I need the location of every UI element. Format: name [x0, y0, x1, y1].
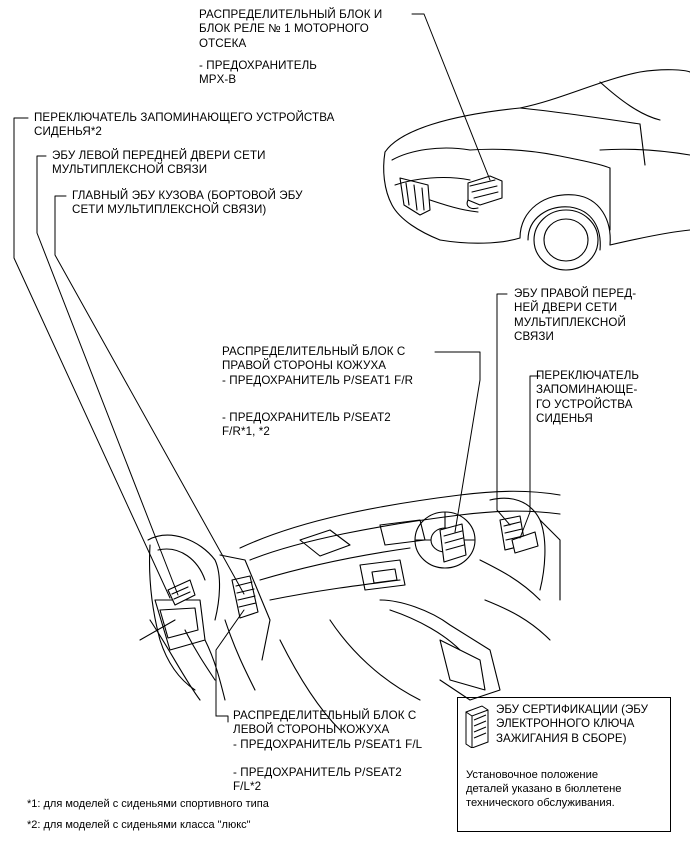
interior-view: [139, 490, 561, 731]
label-seat-memory-switch-left: ПЕРЕКЛЮЧАТЕЛЬ ЗАПОМИНАЮЩЕГО УСТРОЙСТВА С…: [34, 111, 335, 139]
label-seat-memory-switch-right: ПЕРЕКЛЮЧАТЕЛЬ ЗАПОМИНАЮЩЕ- ГО УСТРОЙСТВА…: [536, 369, 640, 426]
label-engine-room-fuse: - ПРЕДОХРАНИТЕЛЬ MPX-B: [199, 59, 317, 87]
certification-ecu-note: Установочное положение деталей указано в…: [466, 769, 622, 810]
label-left-cowl-junction-block: РАСПРЕДЕЛИТЕЛЬНЫЙ БЛОК С ЛЕВОЙ СТОРОНЫ К…: [233, 709, 423, 751]
car-front-view: [383, 69, 690, 271]
leader-lines: [13, 13, 541, 723]
footnote-2: *2: для моделей с сиденьями класса "люкс…: [27, 819, 251, 831]
certification-ecu-icon: [465, 705, 489, 748]
label-left-cowl-fuse2: - ПРЕДОХРАНИТЕЛЬ P/SEAT2 F/L*2: [233, 766, 402, 794]
certification-ecu-info-box: ЭБУ СЕРТИФИКАЦИИ (ЭБУ ЭЛЕКТРОННОГО КЛЮЧА…: [457, 697, 671, 832]
label-front-right-door-ecu: ЭБУ ПРАВОЙ ПЕРЕД- НЕЙ ДВЕРИ СЕТИ МУЛЬТИП…: [514, 287, 637, 344]
label-right-cowl-fuse2: - ПРЕДОХРАНИТЕЛЬ P/SEAT2 F/R*1, *2: [222, 411, 391, 439]
label-front-left-door-ecu: ЭБУ ЛЕВОЙ ПЕРЕДНЕЙ ДВЕРИ СЕТИ МУЛЬТИПЛЕК…: [52, 149, 266, 177]
label-main-body-ecu: ГЛАВНЫЙ ЭБУ КУЗОВА (БОРТОВОЙ ЭБУ СЕТИ МУ…: [72, 189, 303, 217]
label-engine-room-box: РАСПРЕДЕЛИТЕЛЬНЫЙ БЛОК И БЛОК РЕЛЕ № 1 М…: [199, 8, 383, 50]
label-right-cowl-junction-block: РАСПРЕДЕЛИТЕЛЬНЫЙ БЛОК С ПРАВОЙ СТОРОНЫ …: [222, 345, 414, 387]
footnote-1: *1: для моделей с сиденьями спортивного …: [27, 798, 269, 810]
certification-ecu-title: ЭБУ СЕРТИФИКАЦИИ (ЭБУ ЭЛЕКТРОННОГО КЛЮЧА…: [496, 703, 648, 745]
